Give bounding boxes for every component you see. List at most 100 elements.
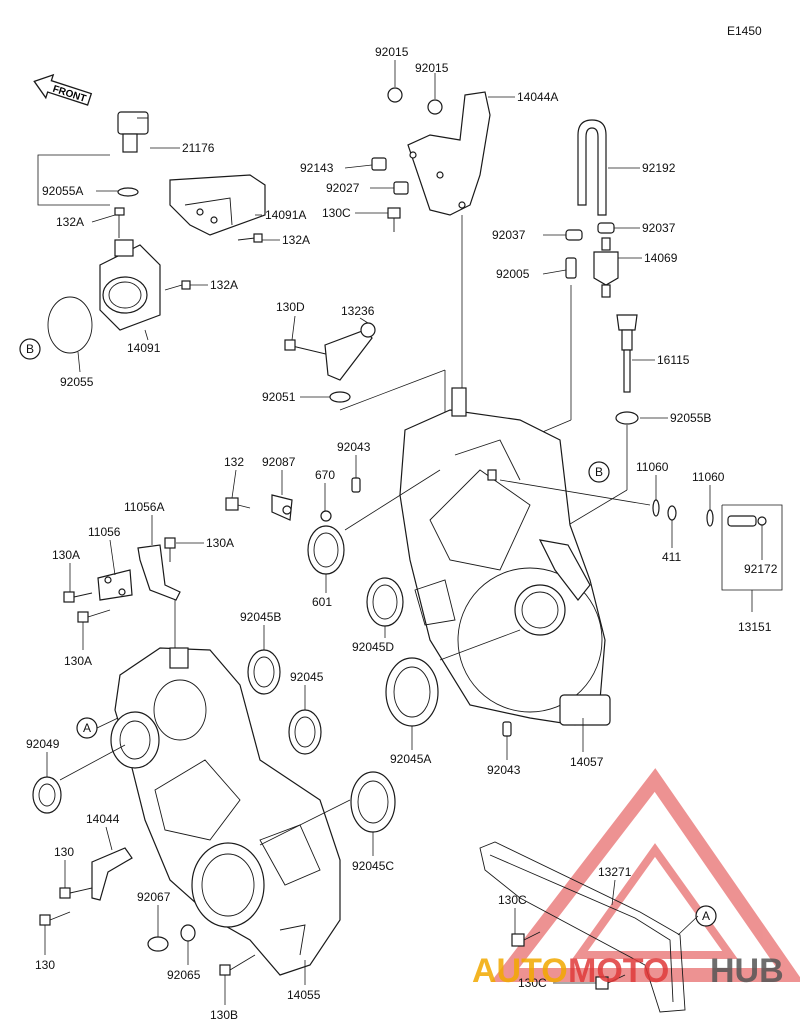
label-92015-b: 92015 [415, 61, 449, 75]
bearing-92045B [247, 649, 281, 695]
label-132A-3: 132A [210, 278, 238, 292]
watermark-text: AUTO MOTO HUB [472, 952, 784, 990]
label-92045C: 92045C [352, 859, 394, 873]
watermark-moto: MOTO [568, 952, 669, 990]
svg-text:A: A [83, 721, 91, 735]
label-92192: 92192 [642, 161, 676, 175]
bracket-11056 [97, 569, 133, 601]
bearing-92045D [366, 577, 404, 627]
washer-92051 [329, 391, 351, 403]
label-92067: 92067 [137, 890, 171, 904]
oring-92055A [117, 187, 139, 197]
bearing-92045C [350, 771, 396, 833]
label-13151: 13151 [738, 620, 772, 634]
oring-670 [320, 510, 332, 522]
label-132A-2: 132A [282, 233, 310, 247]
label-601: 601 [312, 595, 332, 609]
bolt-132 [225, 497, 251, 511]
label-92045D: 92045D [352, 640, 394, 654]
label-21176: 21176 [182, 141, 215, 155]
label-92143: 92143 [300, 161, 334, 175]
label-14055: 14055 [287, 988, 321, 1002]
gasket-13271 [479, 841, 686, 1013]
plug-92067 [147, 936, 169, 952]
label-92015-a: 92015 [375, 45, 409, 59]
nut-92015-b [427, 99, 443, 115]
sensor-housing-14091 [99, 239, 161, 331]
filter-14069 [593, 237, 619, 298]
crankcase-14055 [110, 647, 341, 976]
label-411: 411 [662, 550, 681, 564]
label-132: 132 [224, 455, 244, 469]
label-14069: 14069 [644, 251, 678, 265]
bracket-14044A [407, 91, 491, 216]
watermark-triangle-inner [572, 843, 738, 959]
bolt-130C-top [387, 207, 401, 232]
callout-A-right: A [695, 905, 717, 927]
speed-sensor [117, 111, 149, 153]
svg-text:B: B [595, 465, 603, 479]
label-92005: 92005 [496, 267, 530, 281]
bolt-92172 [727, 515, 767, 527]
label-130B: 130B [210, 1008, 238, 1022]
shift-lever-13236 [284, 322, 376, 381]
svg-text:B: B [26, 342, 34, 356]
cover-14091A [169, 174, 266, 236]
label-16115: 16115 [657, 353, 690, 367]
pin-92043-b [502, 721, 512, 737]
label-130A-3: 130A [64, 654, 92, 668]
label-130A-2: 130A [206, 536, 234, 550]
label-11060-b: 11060 [692, 470, 725, 484]
clamp-92037-b [597, 222, 615, 234]
front-arrow-icon: FRONT [33, 73, 93, 106]
label-130-b: 130 [35, 958, 55, 972]
bracket-14044 [91, 847, 133, 901]
label-92051: 92051 [262, 390, 296, 404]
bolt-130A-upper [164, 537, 176, 562]
circlip-11060-a [652, 499, 660, 517]
bolt-132A-right [237, 233, 263, 243]
label-130C-top: 130C [322, 206, 351, 220]
label-92049: 92049 [26, 737, 60, 751]
group-bracket-21176 [37, 154, 110, 206]
label-130D: 130D [276, 300, 305, 314]
label-92055B: 92055B [670, 411, 711, 425]
label-13236: 13236 [341, 304, 375, 318]
bolt-130A-lower [77, 609, 111, 623]
bearing-92045 [288, 709, 322, 755]
label-92055: 92055 [60, 375, 94, 389]
collar-92027 [393, 181, 409, 195]
bolt-130-a [59, 887, 93, 899]
label-92045B: 92045B [240, 610, 281, 624]
part-labels: 92015 92015 14044A 21176 92143 92192 920… [26, 45, 778, 1022]
washer-411 [667, 505, 677, 521]
bolt-132A-lower [164, 280, 191, 291]
group-bracket-13151 [721, 504, 783, 591]
label-130A-1: 130A [52, 548, 80, 562]
label-92045: 92045 [290, 670, 324, 684]
label-11056: 11056 [88, 525, 121, 539]
seal-92049 [32, 776, 62, 814]
clamp-92037-a [565, 229, 583, 241]
label-14057: 14057 [570, 755, 604, 769]
collar-92143 [371, 157, 387, 171]
label-92043-a: 92043 [337, 440, 371, 454]
label-92043-b: 92043 [487, 763, 521, 777]
svg-text:A: A [702, 909, 710, 923]
bolt-130A-left [63, 591, 93, 603]
oring-92055B [615, 411, 639, 425]
leader-lines [44, 60, 763, 1005]
label-92045A: 92045A [390, 752, 431, 766]
breather-hose-92192 [577, 119, 607, 216]
bolt-130-b [39, 911, 71, 926]
watermark-auto: AUTO [472, 952, 568, 990]
bolt-130C-bottom1 [511, 931, 541, 947]
label-92065: 92065 [167, 968, 201, 982]
bracket-92087 [271, 494, 293, 521]
watermark-hub: HUB [710, 952, 784, 990]
pin-92043-a [351, 477, 361, 493]
label-92037-b: 92037 [642, 221, 676, 235]
label-14044: 14044 [86, 812, 120, 826]
label-132A-1: 132A [56, 215, 84, 229]
callout-B-right: B [588, 461, 610, 483]
